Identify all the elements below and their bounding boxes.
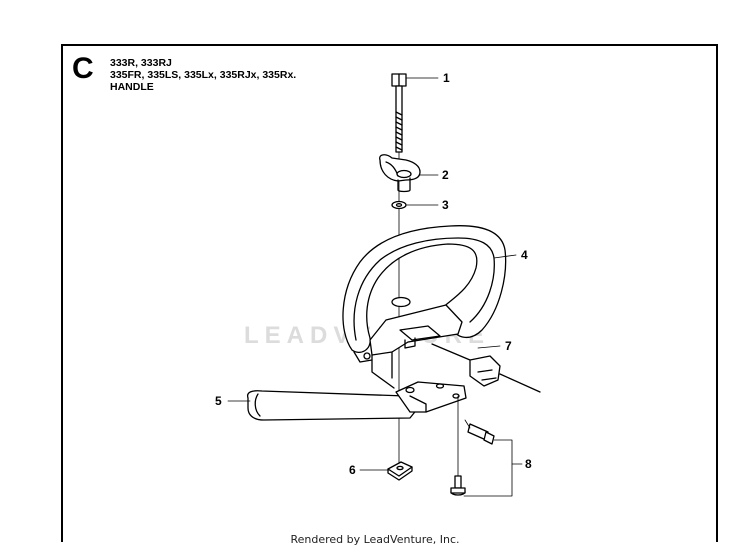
callout-5: 5 <box>215 394 222 408</box>
part-clamp <box>399 325 541 393</box>
models-line-2: 335FR, 335LS, 335Lx, 335RJx, 335Rx. <box>110 69 297 81</box>
callout-8: 8 <box>525 457 532 471</box>
callout-3: 3 <box>442 198 449 212</box>
part-screw-short <box>450 395 466 496</box>
part-lower-bar <box>246 381 467 421</box>
callout-4: 4 <box>521 248 528 262</box>
diagram-title: HANDLE <box>110 81 154 93</box>
callout-7: 7 <box>505 339 512 353</box>
section-letter: C <box>72 52 94 85</box>
callout-numbers: 1 2 3 4 5 6 7 8 <box>215 71 532 477</box>
callout-2: 2 <box>442 168 449 182</box>
callout-1: 1 <box>443 71 450 85</box>
part-square-nut <box>387 461 413 481</box>
callout-6: 6 <box>349 463 356 477</box>
diagram-frame <box>61 44 718 542</box>
part-washer <box>391 200 407 210</box>
part-screw-long <box>464 419 495 445</box>
leader-lines <box>227 77 523 497</box>
models-line-1: 333R, 333RJ <box>110 57 172 69</box>
footer-credit: Rendered by LeadVenture, Inc. <box>290 533 460 546</box>
part-wing-knob <box>379 154 421 193</box>
part-bolt <box>391 73 407 153</box>
